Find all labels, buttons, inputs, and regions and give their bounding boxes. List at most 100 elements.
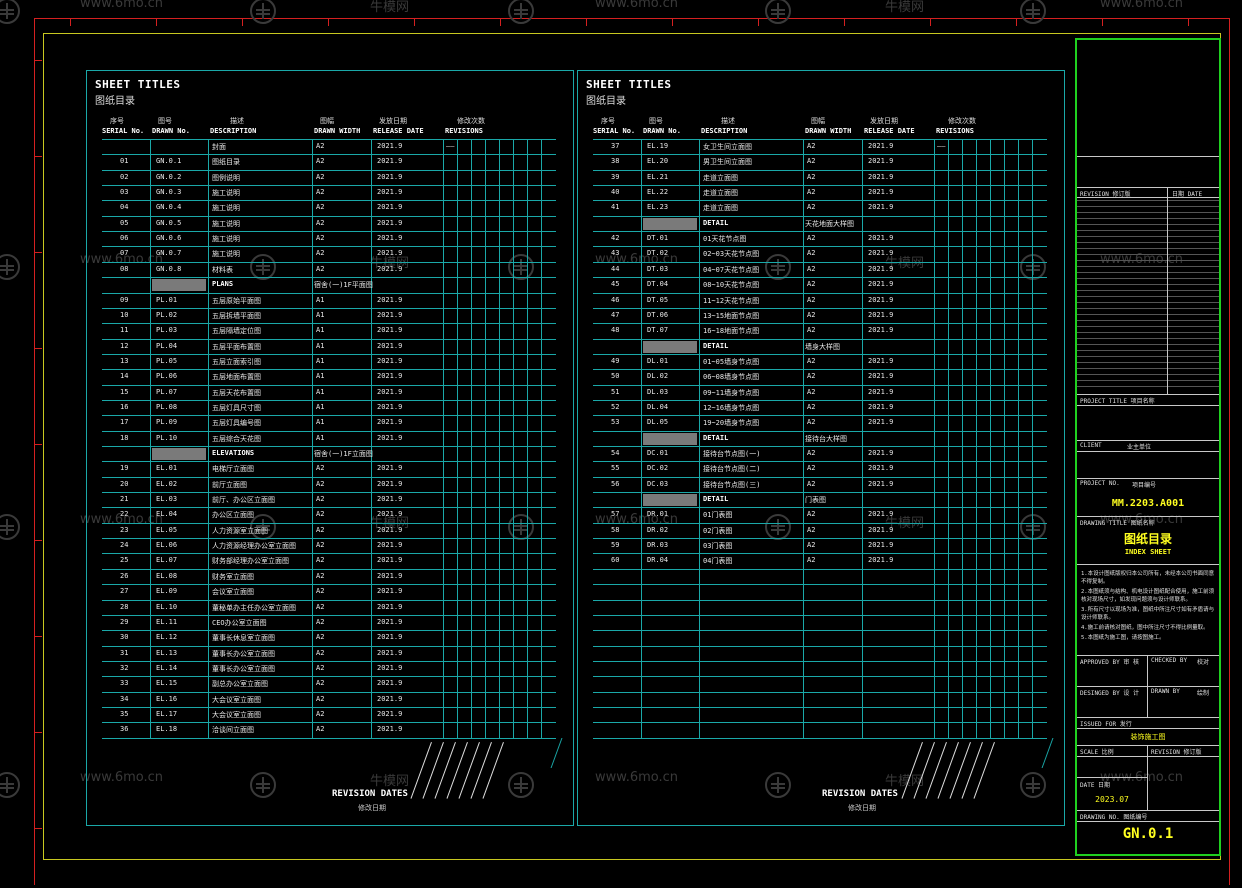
cell-n: EL.22 xyxy=(647,188,669,196)
cell-n: DL.02 xyxy=(647,372,669,380)
row-line xyxy=(102,431,556,432)
cell-n: EL.23 xyxy=(647,203,669,211)
cell-r: 2021.9 xyxy=(868,526,894,534)
divider xyxy=(1077,686,1219,687)
cell-s: 25 xyxy=(120,556,129,564)
cell-w: A1 xyxy=(316,296,325,304)
cell-s: 20 xyxy=(120,480,129,488)
revision-row-line xyxy=(1077,212,1219,213)
frame-tick xyxy=(34,828,42,829)
row-line xyxy=(593,722,1047,723)
row-line xyxy=(102,722,556,723)
cell-s: 33 xyxy=(120,679,129,687)
cell-d: 财务部经理办公室立面图 xyxy=(212,557,289,565)
cell-s: 54 xyxy=(611,449,620,457)
row-line xyxy=(102,415,556,416)
revision-row-line xyxy=(1077,314,1219,315)
cell-d: 董秘单办主任办公室立面图 xyxy=(212,604,296,612)
column-line xyxy=(803,139,804,738)
cell-w: A2 xyxy=(316,679,325,687)
frame-tick xyxy=(34,348,42,349)
divider xyxy=(1077,564,1219,565)
cell-d: 04门表图 xyxy=(703,557,733,565)
cell-d: 01~05墙身节点图 xyxy=(703,358,760,366)
header-cn-2: 描述 xyxy=(721,117,735,125)
cell-d: 副总办公室立面图 xyxy=(212,680,268,688)
cell-s: 18 xyxy=(120,434,129,442)
cell-r: 2021.9 xyxy=(868,510,894,518)
cell-d: 五层原始平面图 xyxy=(212,297,261,305)
row-line xyxy=(593,584,1047,585)
cell-w: A2 xyxy=(316,695,325,703)
cell-s: 13 xyxy=(120,357,129,365)
watermark-logo-icon xyxy=(0,0,20,24)
frame-tick xyxy=(586,18,587,26)
frame-tick xyxy=(34,60,42,61)
section-label: DETAIL xyxy=(703,219,729,227)
row-line xyxy=(593,431,1047,432)
cell-r: 2021.9 xyxy=(868,449,894,457)
date-value: 2023.07 xyxy=(1095,795,1129,804)
cell-d: 施工说明 xyxy=(212,189,240,197)
cell-r: 2021.9 xyxy=(377,326,403,334)
cell-w: A2 xyxy=(316,664,325,672)
revision-row-line xyxy=(1077,260,1219,261)
header-en-5: REVISIONS xyxy=(445,127,483,135)
row-line xyxy=(102,216,556,217)
cell-w: A1 xyxy=(316,403,325,411)
cell-v: —— xyxy=(446,142,455,150)
watermark-logo-icon xyxy=(0,514,20,540)
cell-d: 01天花节点图 xyxy=(703,235,747,243)
row-line xyxy=(102,354,556,355)
cell-r: 2021.9 xyxy=(868,157,894,165)
cell-d: 06~08墙身节点图 xyxy=(703,373,760,381)
cell-s: 14 xyxy=(120,372,129,380)
cell-n: GN.0.7 xyxy=(156,249,182,257)
row-line xyxy=(593,308,1047,309)
revision-row-line xyxy=(1077,302,1219,303)
divider xyxy=(1077,451,1219,452)
cell-s: 24 xyxy=(120,541,129,549)
cell-s: 34 xyxy=(120,695,129,703)
note-line: 2.本图纸须与结构、机电设计图纸配合使用，施工前须核对现场尺寸，如发现问题须与设… xyxy=(1081,589,1215,603)
cell-r: 2021.9 xyxy=(868,173,894,181)
cell-n: PL.08 xyxy=(156,403,178,411)
cell-n: EL.17 xyxy=(156,710,178,718)
cell-w: A1 xyxy=(316,311,325,319)
watermark-logo-icon xyxy=(508,0,534,24)
cell-n: EL.09 xyxy=(156,587,178,595)
cell-w: A2 xyxy=(807,480,816,488)
cell-r: 2021.9 xyxy=(868,326,894,334)
row-line xyxy=(102,553,556,554)
section-label: DETAIL xyxy=(703,495,729,503)
row-line xyxy=(593,293,1047,294)
cell-n: DT.02 xyxy=(647,249,669,257)
cell-n: EL.02 xyxy=(156,480,178,488)
client-cn: 业主单位 xyxy=(1127,444,1152,451)
revision-row-line xyxy=(1077,278,1219,279)
watermark-site: www.6mo.cn xyxy=(1100,512,1184,527)
header-cn-1: 图号 xyxy=(649,117,663,125)
row-line xyxy=(102,200,556,201)
cell-w: A2 xyxy=(807,510,816,518)
row-line xyxy=(102,600,556,601)
section-desc: 宿舍(一)1F立面图 xyxy=(314,450,373,458)
row-line xyxy=(593,538,1047,539)
watermark-brand: 牛模网 xyxy=(370,0,410,15)
cell-n: PL.06 xyxy=(156,372,178,380)
watermark-logo-icon xyxy=(250,0,276,24)
cell-n: GN.0.1 xyxy=(156,157,182,165)
cell-s: 55 xyxy=(611,464,620,472)
cell-w: A2 xyxy=(807,556,816,564)
watermark-brand: 牛模网 xyxy=(885,774,925,789)
cell-n: EL.06 xyxy=(156,541,178,549)
cell-w: A2 xyxy=(807,326,816,334)
cell-d: 图纸目录 xyxy=(212,158,240,166)
cell-n: PL.05 xyxy=(156,357,178,365)
row-line xyxy=(593,446,1047,447)
cell-n: GN.0.6 xyxy=(156,234,182,242)
cell-n: PL.03 xyxy=(156,326,178,334)
revision-grid-line xyxy=(1004,139,1005,738)
cell-s: 09 xyxy=(120,296,129,304)
cell-w: A2 xyxy=(807,296,816,304)
